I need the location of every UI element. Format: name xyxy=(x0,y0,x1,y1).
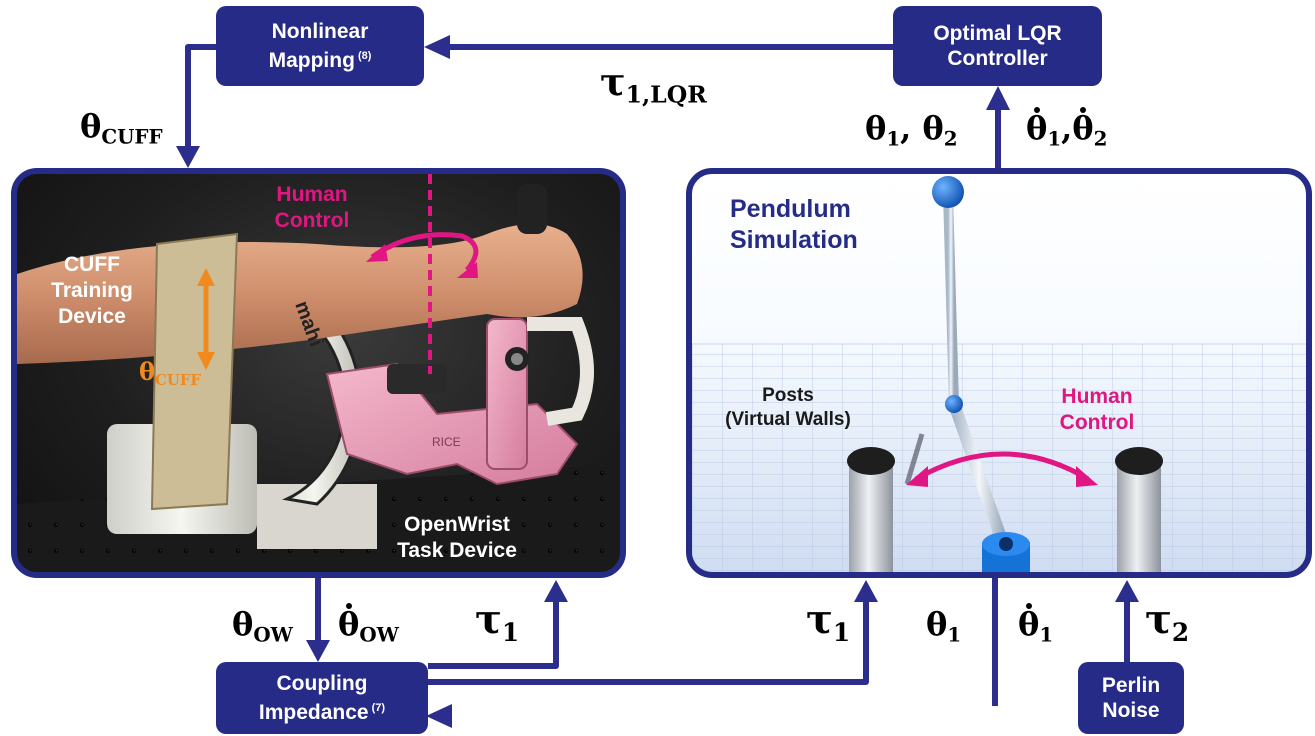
pink-linkage xyxy=(325,362,579,486)
theta-cuff-symbol: θCUFF xyxy=(80,107,163,149)
optimal-lqr-controller-block: Optimal LQR Controller xyxy=(893,6,1102,86)
nonlinear-mapping-ref: (8) xyxy=(357,50,372,62)
coupling-impedance-line1: Coupling xyxy=(276,672,368,695)
left-post-cap xyxy=(847,447,895,475)
photo-human-control-label: Human Control xyxy=(274,183,350,232)
theta-dot1-symbol: θ1 xyxy=(1018,602,1054,647)
tau2-symbol: τ2 xyxy=(1145,596,1190,647)
theta-ow-symbol: θOW xyxy=(232,605,293,647)
human-control-arc xyxy=(370,232,479,272)
arc-arrowhead-left xyxy=(366,244,388,262)
pendulum-simulation-panel: Pendulum Simulation Posts (Virtual Walls… xyxy=(686,168,1312,578)
arrowhead-tau2 xyxy=(1115,580,1139,602)
pink-arm xyxy=(486,318,528,470)
motor-housing xyxy=(387,364,447,394)
theta1-symbol: θ1 xyxy=(926,605,962,647)
cuff-training-device-label: CUFF Training Device xyxy=(51,253,133,328)
arrowhead-tau1-sim xyxy=(854,580,878,602)
rice-brand: RICE xyxy=(432,435,461,449)
pendulum-lower-link xyxy=(948,398,1010,552)
theta1-theta2-symbol: θ1, θ2 xyxy=(865,109,958,151)
pivot-hole xyxy=(999,537,1013,551)
left-post xyxy=(849,459,893,572)
perlin-noise-line1: Perlin xyxy=(1101,674,1161,697)
coupling-impedance-ref: (7) xyxy=(371,702,386,714)
pendulum-upper-link xyxy=(943,189,959,409)
arrowhead-lqr-input xyxy=(986,86,1010,110)
coupling-impedance-line2: Impedance xyxy=(258,701,369,724)
arrowhead-theta1-coupling xyxy=(426,704,452,728)
bearing-1-center xyxy=(511,353,523,365)
theta-dot1-theta-dot2-symbol: θ1,θ2 xyxy=(1026,106,1108,151)
openwrist-photo-illustration: mahi RICE xyxy=(17,174,620,572)
right-post xyxy=(1117,459,1161,572)
nonlinear-mapping-line2: Mapping xyxy=(268,49,355,72)
perlin-noise-line2: Noise xyxy=(1102,699,1160,722)
handle-knob xyxy=(517,184,547,234)
pendulum-joint xyxy=(945,395,963,413)
pendulum-simulation-title: Pendulum Simulation xyxy=(730,195,858,254)
optimal-lqr-line2: Controller xyxy=(947,47,1048,70)
openwrist-photo-panel: mahi RICE Human Control CUFF Training De… xyxy=(11,168,626,578)
theta-cuff-annotation: θCUFF xyxy=(139,357,201,389)
sim-arc-arrowhead-right xyxy=(1076,466,1098,487)
arrow-theta-cuff xyxy=(185,44,216,150)
nonlinear-mapping-block: Nonlinear Mapping(8) xyxy=(216,6,424,86)
tau1-to-ow-symbol: τ1 xyxy=(475,596,520,647)
mahi-ring xyxy=(263,282,362,506)
sim-human-control-label: Human Control xyxy=(1059,385,1135,434)
arrowhead-theta-cuff xyxy=(176,146,200,168)
arrowhead-tau1-ow xyxy=(544,580,568,602)
theta-dot-ow-symbol: θOW xyxy=(338,602,399,647)
pendulum-tip-ball xyxy=(932,176,964,208)
posts-virtual-walls-label: Posts (Virtual Walls) xyxy=(725,385,851,430)
sim-human-control-arc xyxy=(914,451,1090,482)
cuff-arrowhead-down xyxy=(197,352,215,370)
sim-arc-arrowhead-left xyxy=(906,466,928,487)
right-post-cap xyxy=(1115,447,1163,475)
arrowhead-theta-ow xyxy=(306,640,330,662)
perlin-noise-block: Perlin Noise xyxy=(1078,662,1184,734)
pendulum-simulation-render xyxy=(692,176,1306,572)
tau-lqr-symbol: τ1,LQR xyxy=(600,59,707,109)
arrowhead-tau-lqr xyxy=(424,35,450,59)
cuff-band xyxy=(150,232,239,511)
tau1-to-sim-symbol: τ1 xyxy=(806,596,851,647)
optimal-lqr-line1: Optimal LQR xyxy=(933,22,1062,45)
coupling-impedance-block: Coupling Impedance(7) xyxy=(216,662,428,734)
handle-frame xyxy=(527,317,594,426)
post-shadow xyxy=(904,433,925,485)
nonlinear-mapping-line1: Nonlinear xyxy=(271,20,369,43)
arc-arrowhead-right xyxy=(457,262,478,278)
openwrist-task-device-label: OpenWrist Task Device xyxy=(397,513,517,562)
cuff-arrowhead-up xyxy=(197,268,215,286)
